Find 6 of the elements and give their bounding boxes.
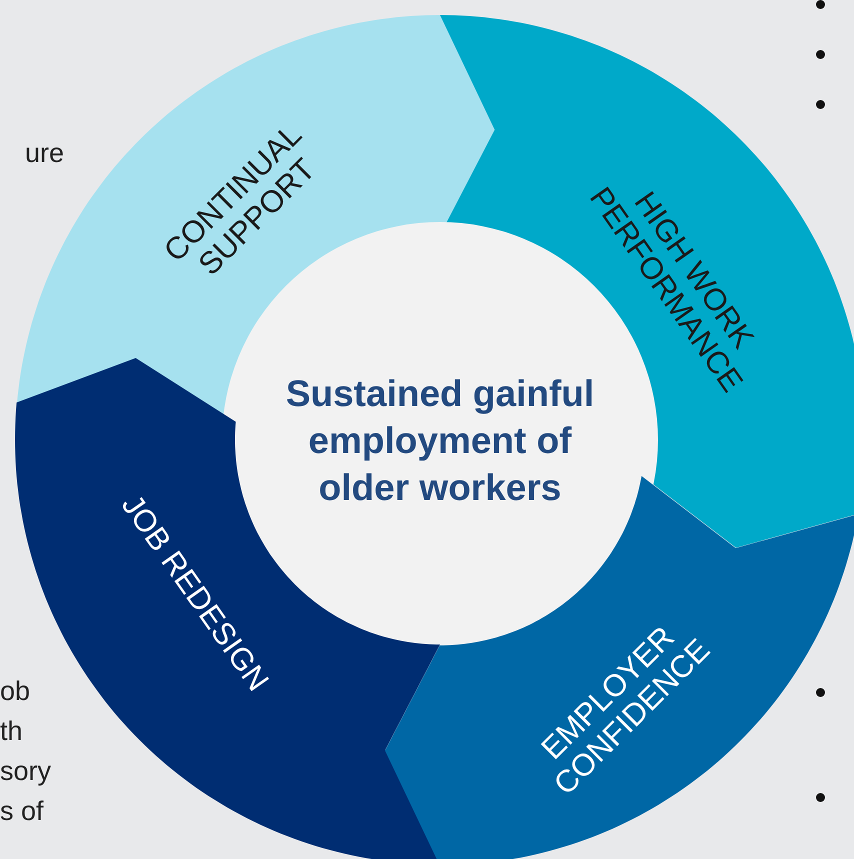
cropped-text: ob	[0, 676, 30, 707]
center-title: Sustained gainful employment of older workers	[284, 372, 594, 510]
cropped-text: sory	[0, 756, 52, 787]
cropped-text: s of	[0, 796, 44, 827]
cropped-text: ure	[25, 138, 64, 169]
cropped-text: th	[0, 716, 23, 747]
